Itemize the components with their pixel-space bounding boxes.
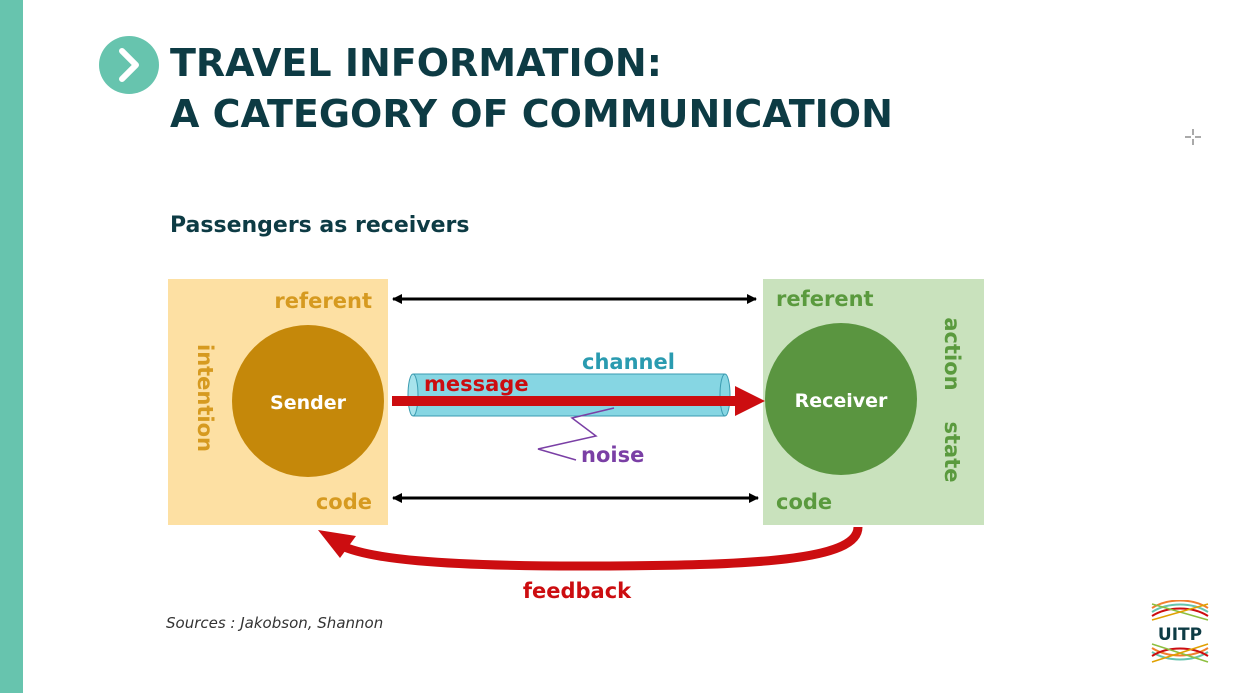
sender-label: Sender <box>270 392 347 414</box>
uitp-logo: UITP <box>1151 600 1209 663</box>
subtitle: Passengers as receivers <box>170 213 470 238</box>
crosshair-icon <box>1185 129 1201 145</box>
message-label: message <box>424 372 529 396</box>
accent-bar <box>0 0 23 693</box>
page-title: TRAVEL INFORMATION: A CATEGORY OF COMMUN… <box>170 38 893 140</box>
noise-label: noise <box>581 443 644 467</box>
receiver-state: state <box>940 422 964 483</box>
message-arrow-shaft <box>392 396 737 406</box>
receiver-referent: referent <box>776 287 874 311</box>
channel-label: channel <box>582 350 675 374</box>
receiver-circle <box>765 323 917 475</box>
feedback-arrow <box>337 526 863 571</box>
title-line-1: TRAVEL INFORMATION: <box>170 41 662 85</box>
logo-text: UITP <box>1158 625 1202 645</box>
sender-referent: referent <box>274 289 372 313</box>
feedback-arrow-head <box>318 530 356 558</box>
receiver-code: code <box>776 490 832 514</box>
source-note: Sources : Jakobson, Shannon <box>166 614 384 632</box>
receiver-label: Receiver <box>795 390 888 412</box>
sender-circle <box>232 325 384 477</box>
noise-zigzag <box>537 407 615 461</box>
title-line-2: A CATEGORY OF COMMUNICATION <box>170 92 893 136</box>
sender-intention: intention <box>193 344 217 452</box>
chevron-right-icon <box>99 36 159 94</box>
feedback-label: feedback <box>523 579 632 603</box>
receiver-action: action <box>940 317 964 390</box>
sender-code: code <box>316 490 372 514</box>
message-arrow-head <box>735 386 765 416</box>
